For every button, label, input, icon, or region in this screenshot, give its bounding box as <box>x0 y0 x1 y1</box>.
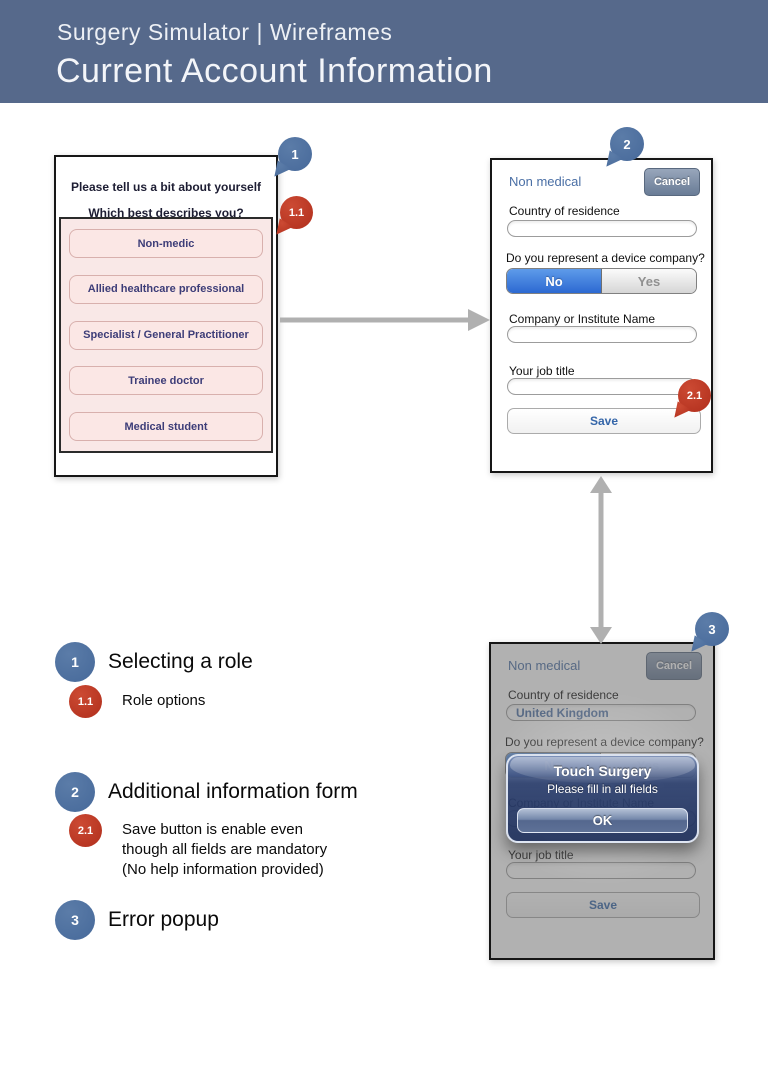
prompt-line1: Please tell us a bit about yourself <box>70 180 262 194</box>
country-label: Country of residence <box>509 204 620 218</box>
arrowhead-right-icon <box>468 309 490 331</box>
page-header: Surgery Simulator | Wireframes Current A… <box>0 0 768 103</box>
screen-role-selection: Please tell us a bit about yourself Whic… <box>54 155 278 477</box>
legend-label-error-popup: Error popup <box>108 908 219 931</box>
role-button-specialist-gp[interactable]: Specialist / General Practitioner <box>69 320 263 350</box>
role-button-medical-student[interactable]: Medical student <box>69 412 263 441</box>
legend-badge-2-1: 2.1 <box>69 814 102 847</box>
legend-label-role-options: Role options <box>122 692 206 709</box>
legend-badge-3: 3 <box>55 900 95 940</box>
legend-badge-1-1: 1.1 <box>69 685 102 718</box>
role-options-panel: Non-medic Allied healthcare professional… <box>59 217 273 453</box>
legend-badge-3-number: 3 <box>71 912 79 928</box>
device-company-segmented-control: No Yes <box>506 268 697 294</box>
save-button[interactable]: Save <box>507 408 701 434</box>
callout-pin-1-1: 1.1 <box>280 196 313 229</box>
legend-badge-2-number: 2 <box>71 784 79 800</box>
callout-pin-1: 1 <box>278 137 312 171</box>
cancel-button[interactable]: Cancel <box>644 168 700 196</box>
callout-pin-2-1: 2.1 <box>678 379 711 412</box>
callout-pin-1-1-number: 1.1 <box>288 206 305 219</box>
callout-pin-2: 2 <box>610 127 644 161</box>
callout-pin-2-1-number: 2.1 <box>686 389 703 402</box>
legend-badge-1-1-number: 1.1 <box>77 695 94 708</box>
error-alert-dialog: Touch Surgery Please fill in all fields … <box>506 754 699 843</box>
callout-pin-3: 3 <box>695 612 729 646</box>
role-button-allied-healthcare[interactable]: Allied healthcare professional <box>69 274 263 304</box>
page-title: Current Account Information <box>56 52 493 90</box>
callout-pin-2-number: 2 <box>623 136 631 152</box>
prompt-line2: Which best describes you? <box>88 206 244 220</box>
legend-label-save-button-note: Save button is enable even though all fi… <box>122 821 328 878</box>
screen-error-popup: Non medical Cancel Country of residence … <box>489 642 715 960</box>
role-button-trainee-doctor[interactable]: Trainee doctor <box>69 366 263 396</box>
device-company-question: Do you represent a device company? <box>506 251 705 265</box>
callout-pin-1-number: 1 <box>291 146 299 162</box>
legend-label-additional-info-form: Additional information form <box>108 780 358 803</box>
alert-title: Touch Surgery <box>553 763 652 779</box>
form-title: Non medical <box>509 174 582 189</box>
segment-no[interactable]: No <box>507 269 602 293</box>
legend-label-selecting-a-role: Selecting a role <box>108 650 253 673</box>
screen-additional-info-form: Non medical Cancel Country of residence … <box>490 158 713 473</box>
job-title-label: Your job title <box>509 364 575 378</box>
segment-yes[interactable]: Yes <box>602 269 696 293</box>
ok-button[interactable]: OK <box>517 808 688 833</box>
legend-badge-2: 2 <box>55 772 95 812</box>
arrowhead-up-icon <box>590 476 612 493</box>
job-title-input[interactable] <box>507 378 697 395</box>
alert-message: Please fill in all fields <box>547 782 658 796</box>
country-input[interactable] <box>507 220 697 237</box>
role-button-non-medic[interactable]: Non-medic <box>69 229 263 258</box>
legend-badge-1: 1 <box>55 642 95 682</box>
callout-pin-3-number: 3 <box>708 621 716 637</box>
header-subtitle: Surgery Simulator | Wireframes <box>57 19 393 45</box>
legend-badge-2-1-number: 2.1 <box>77 824 94 837</box>
additional-info-form: Non medical Cancel Country of residence … <box>492 160 711 471</box>
legend-badge-1-number: 1 <box>71 654 79 670</box>
company-input[interactable] <box>507 326 697 343</box>
company-label: Company or Institute Name <box>509 312 656 326</box>
